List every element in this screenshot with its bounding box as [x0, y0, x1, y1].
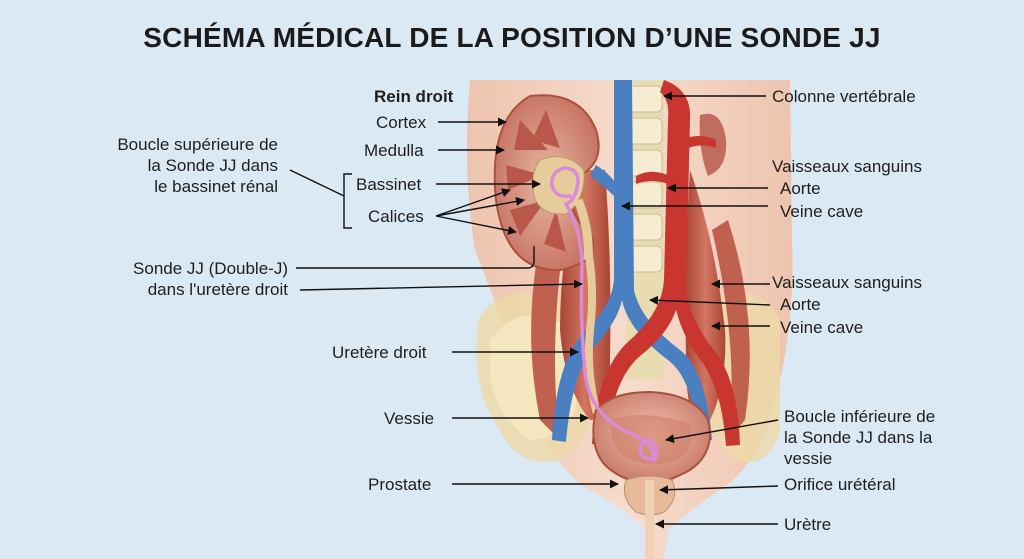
label-uretre: Urètre: [784, 515, 832, 534]
left-leader-lines: [289, 117, 619, 489]
label-boucle-inf-line-2: la Sonde JJ dans la: [784, 428, 933, 447]
right-kidney: [493, 94, 600, 272]
label-veine-cave-2: Veine cave: [780, 318, 864, 337]
label-boucle-inferieure: Boucle inférieure de la Sonde JJ dans la…: [784, 406, 935, 469]
label-vessie: Vessie: [384, 409, 435, 428]
label-cortex: Cortex: [376, 113, 427, 132]
label-vaisseaux-sanguins-2: Vaisseaux sanguins: [772, 273, 922, 292]
label-uretere-droit: Uretère droit: [332, 343, 427, 362]
label-aorte-2: Aorte: [780, 295, 821, 314]
label-bassinet: Bassinet: [356, 175, 422, 194]
label-prostate: Prostate: [368, 475, 432, 494]
label-boucle-sup-line-2: la Sonde JJ dans: [147, 156, 278, 175]
label-boucle-inf-line-3: vessie: [784, 449, 833, 468]
label-medulla: Medulla: [364, 141, 424, 160]
label-calices: Calices: [368, 207, 424, 226]
right-ureter: [584, 249, 605, 416]
label-boucle-inf-line-1: Boucle inférieure de: [784, 407, 936, 426]
label-orifice-ureteral: Orifice urétéral: [784, 475, 896, 494]
label-sonde-line-2: dans l'uretère droit: [147, 280, 288, 299]
label-sonde-line-1: Sonde JJ (Double-J): [133, 259, 288, 278]
label-aorte-1: Aorte: [780, 179, 821, 198]
label-vaisseaux-sanguins-1: Vaisseaux sanguins: [772, 157, 922, 176]
diagram-title: SCHÉMA MÉDICAL DE LA POSITION D’UNE SOND…: [143, 22, 881, 53]
label-veine-cave-1: Veine cave: [780, 202, 864, 221]
label-colonne-vertebrale: Colonne vertébrale: [772, 87, 916, 106]
vena-cava: [552, 80, 712, 442]
label-rein-droit: Rein droit: [374, 87, 454, 106]
jj-stent: [550, 166, 658, 462]
label-sonde-jj: Sonde JJ (Double-J) dans l'uretère droit: [60, 258, 288, 300]
label-boucle-superieure: Boucle supérieure de la Sonde JJ dans le…: [60, 134, 278, 197]
label-boucle-sup-line-1: Boucle supérieure de: [117, 135, 278, 154]
aorta: [592, 80, 740, 446]
right-leader-lines: [621, 91, 779, 529]
label-boucle-sup-line-3: le bassinet rénal: [154, 177, 278, 196]
